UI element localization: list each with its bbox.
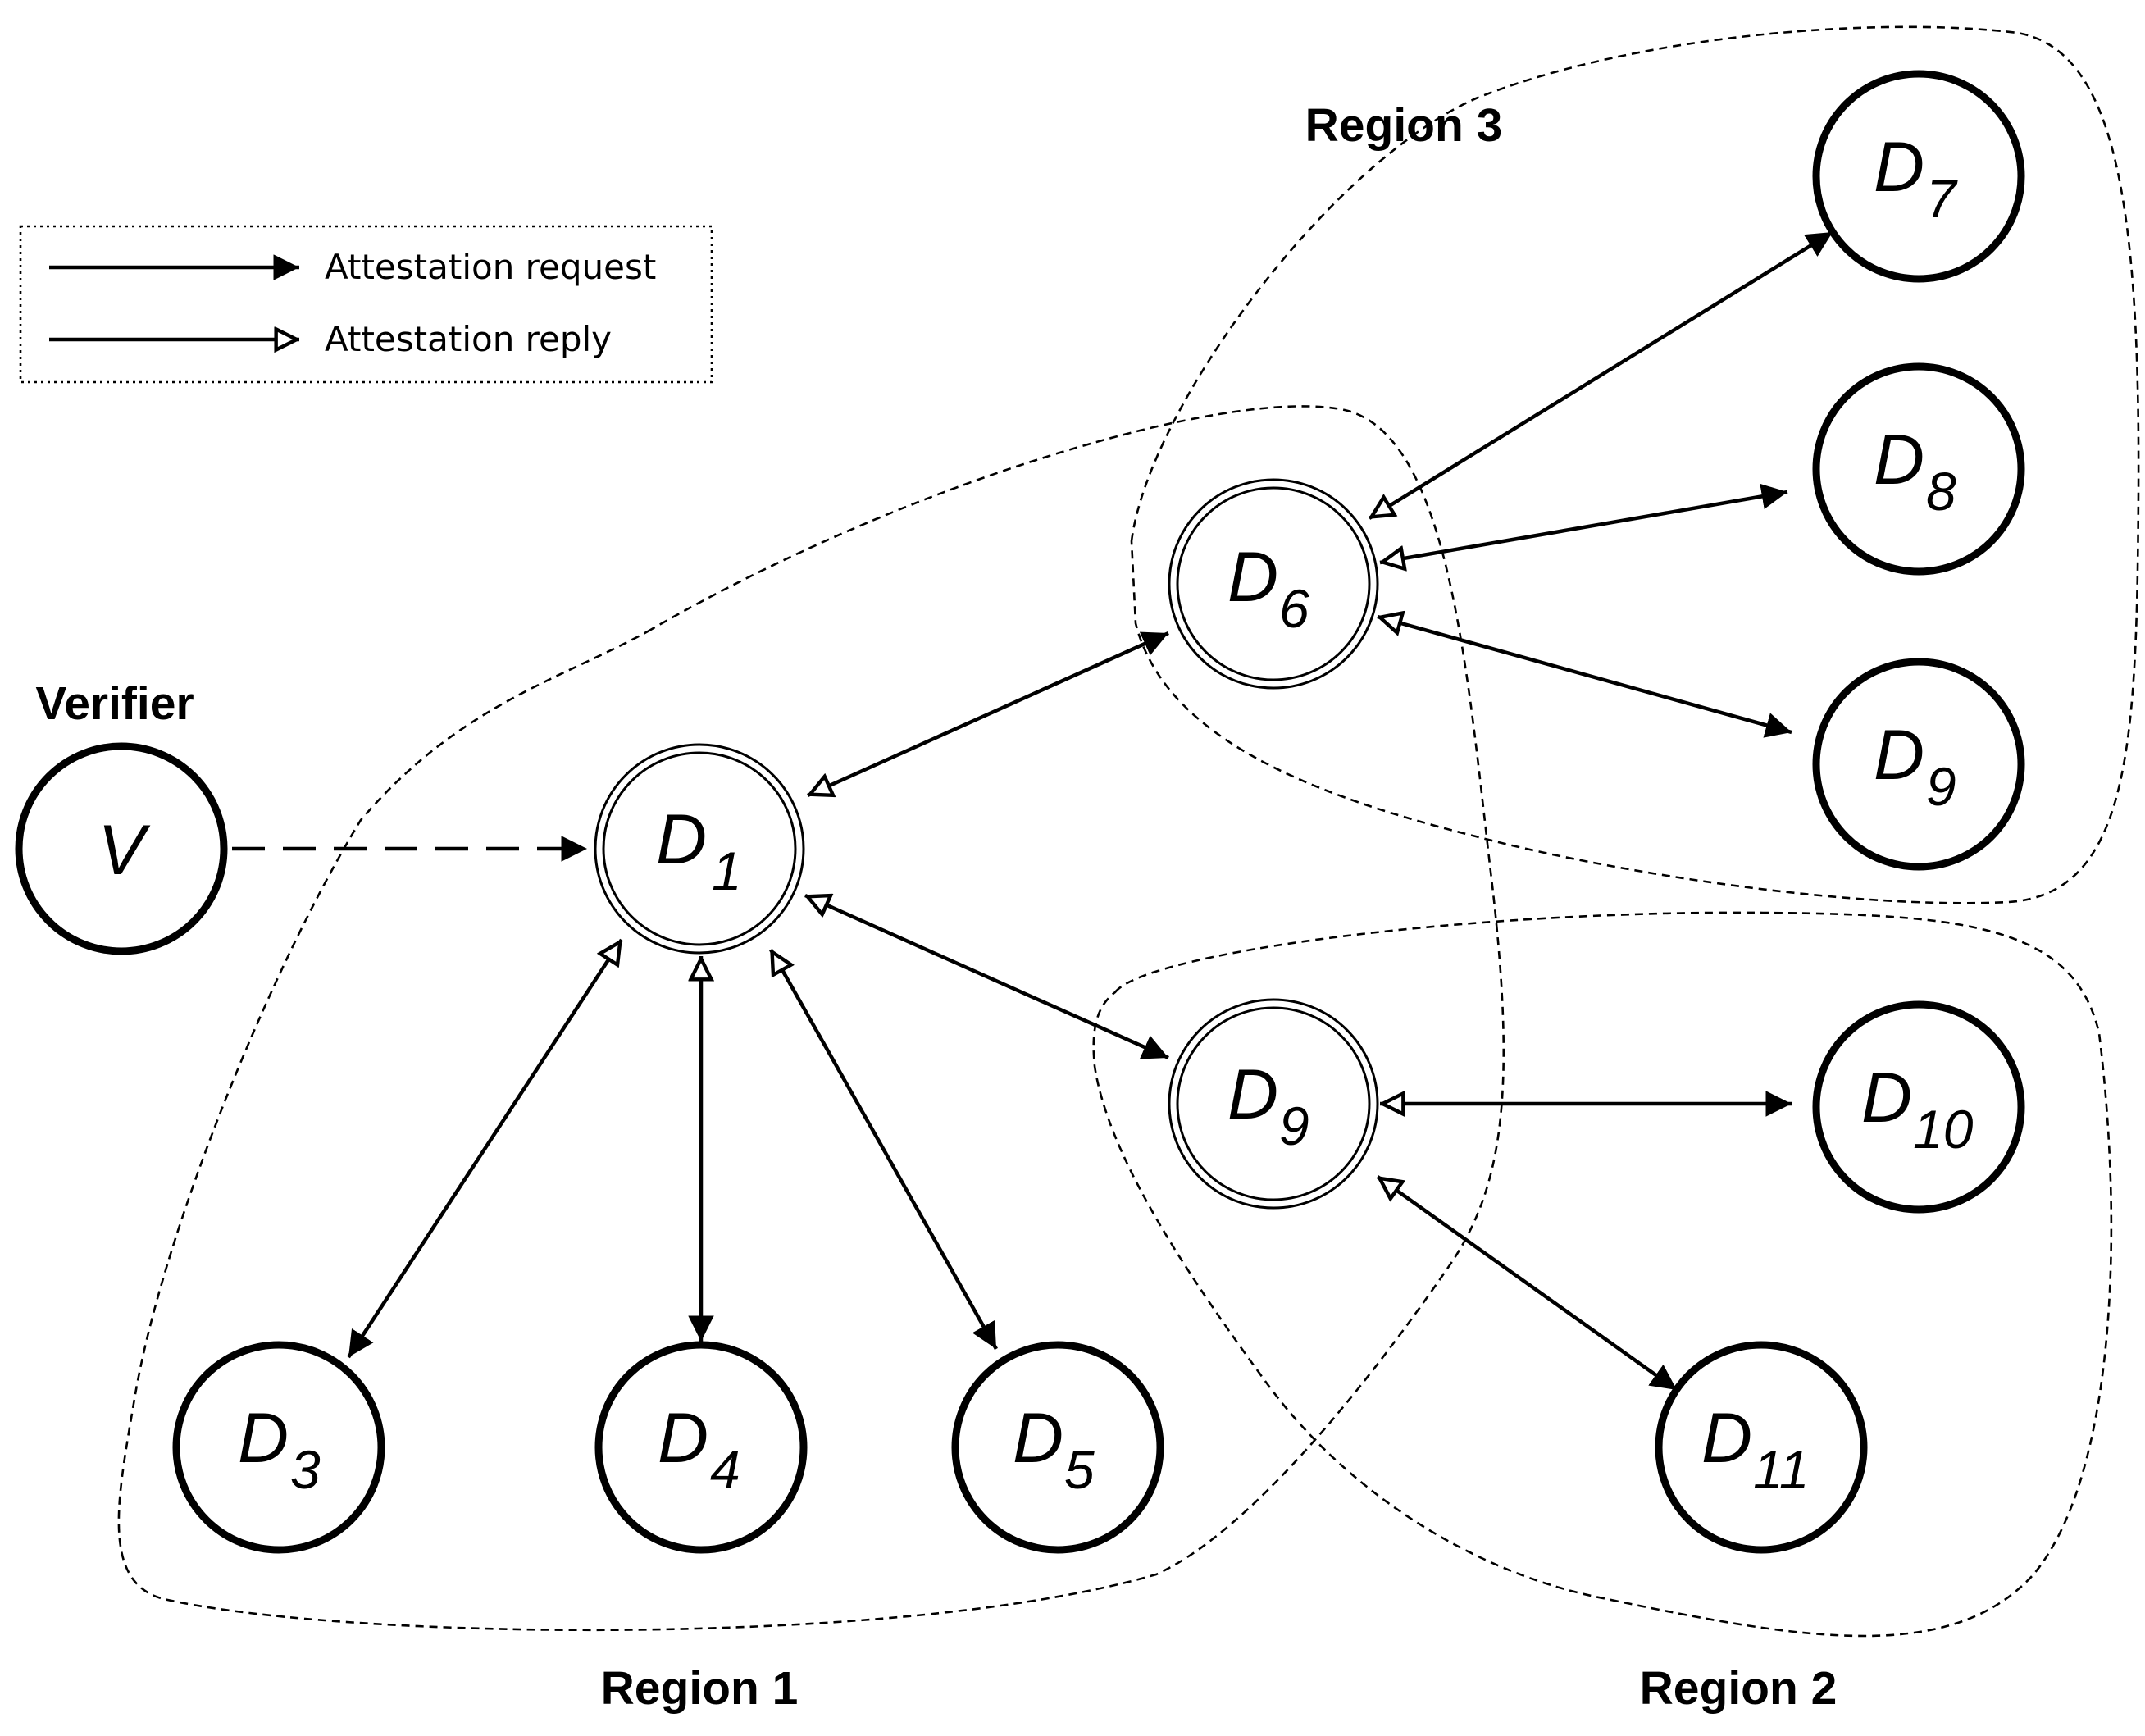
edge-d1-d5 [769, 950, 998, 1351]
node-d6-letter: D [1227, 538, 1278, 617]
region-2-outline [1092, 911, 2113, 1638]
region-3-outline [1130, 25, 2140, 904]
edge-d6-d9 [1378, 617, 1792, 732]
node-d11: D 11 [1655, 1341, 1868, 1554]
edge-d1-d3 [347, 940, 623, 1359]
node-d4: D 4 [594, 1341, 808, 1554]
region-1-outline [117, 405, 1505, 1632]
node-d3-letter: D [238, 1399, 289, 1478]
node-d1-letter: D [656, 800, 707, 879]
region-2-label: Region 2 [1640, 1662, 1838, 1715]
node-d10-sub: 10 [1913, 1099, 1974, 1160]
node-d7: D 7 [1812, 70, 2025, 283]
node-d11-sub: 11 [1753, 1439, 1810, 1500]
node-d1-sub: 1 [712, 841, 742, 901]
verifier-caption: Verifier [35, 677, 194, 730]
node-d5: D 5 [951, 1341, 1164, 1554]
node-d7-letter: D [1874, 128, 1924, 207]
verifier-symbol: V [98, 811, 151, 890]
node-d11-letter: D [1701, 1399, 1752, 1478]
node-d6-sub: 6 [1279, 578, 1309, 639]
node-d8-letter: D [1874, 421, 1924, 499]
node-d9-region3-sub: 9 [1926, 756, 1956, 817]
node-d10: D 10 [1812, 1000, 2025, 1214]
node-d4-letter: D [658, 1399, 708, 1478]
node-d4-sub: 4 [710, 1439, 740, 1500]
legend: Attestation request Attestation reply [19, 225, 713, 384]
node-d6: D 6 [1168, 478, 1379, 690]
node-d9-region2: D 9 [1168, 998, 1379, 1210]
node-d9-region3: D 9 [1812, 658, 2025, 871]
legend-box [19, 225, 713, 384]
node-d3: D 3 [172, 1341, 385, 1554]
node-d8: D 8 [1812, 362, 2025, 576]
node-d9-region2-letter: D [1227, 1055, 1278, 1134]
verifier-node: V [15, 742, 228, 955]
node-d5-letter: D [1013, 1399, 1063, 1478]
region-3-label: Region 3 [1305, 99, 1503, 152]
legend-reply-label: Attestation reply [325, 319, 612, 359]
node-d10-letter: D [1861, 1059, 1912, 1137]
edge-d1-d6 [808, 631, 1169, 795]
node-d5-sub: 5 [1064, 1439, 1095, 1500]
legend-request-label: Attestation request [325, 247, 656, 287]
region-1-label: Region 1 [601, 1662, 799, 1715]
edge-d1-d9 [805, 895, 1169, 1060]
node-d9-region3-letter: D [1874, 716, 1924, 795]
edge-d6-d7 [1369, 230, 1834, 520]
node-d8-sub: 8 [1926, 461, 1956, 522]
node-d9-region2-sub: 9 [1279, 1096, 1309, 1156]
edge-d6-d8 [1380, 492, 1788, 563]
edge-d9-d11 [1378, 1175, 1678, 1392]
node-d1: D 1 [594, 743, 805, 955]
node-d3-sub: 3 [290, 1439, 321, 1500]
node-d7-sub: 7 [1926, 168, 1958, 229]
